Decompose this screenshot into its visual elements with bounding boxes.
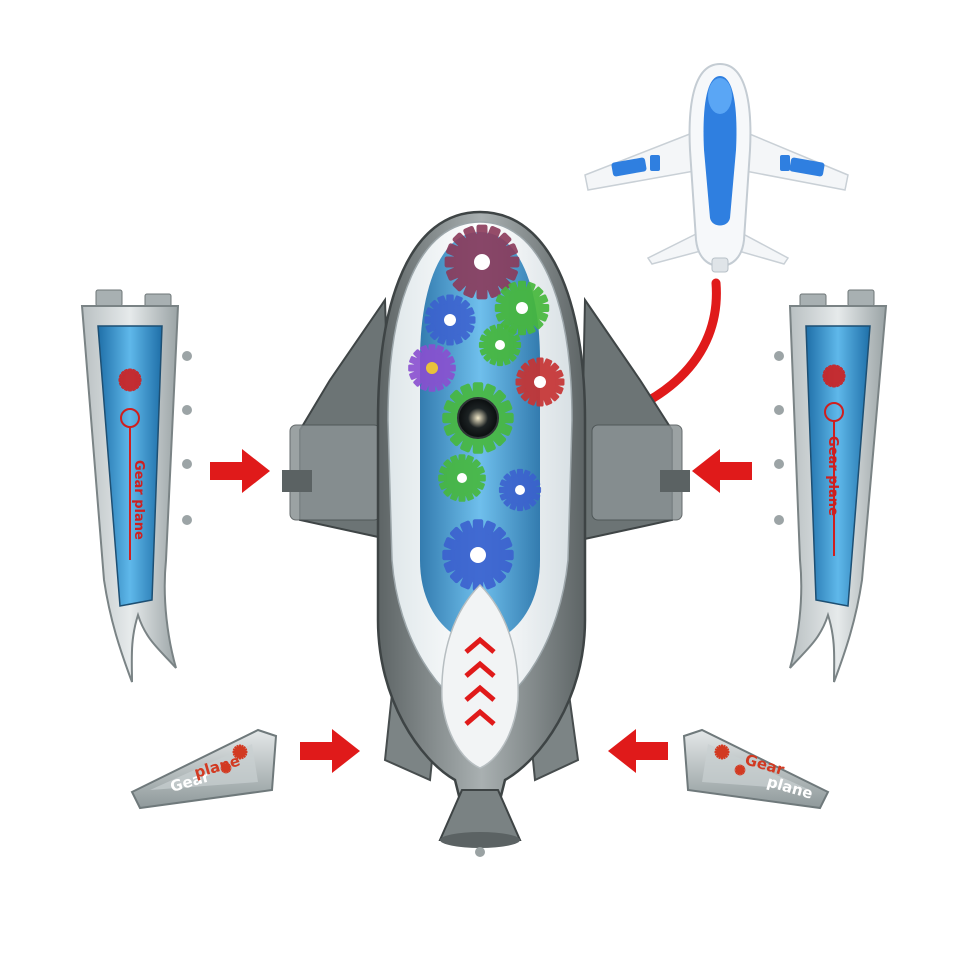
gear-icon xyxy=(429,209,535,315)
arrow-right-icon xyxy=(210,449,270,493)
gear-icon xyxy=(428,444,496,512)
gear-icon xyxy=(470,315,530,375)
right-wing-label: Gear plane xyxy=(825,436,840,516)
arrow-left-icon xyxy=(608,729,668,773)
gear-icon xyxy=(398,334,466,402)
arrow-left-icon xyxy=(692,449,752,493)
gear-icon xyxy=(427,504,529,606)
gear-icon xyxy=(413,283,487,357)
gear-icon xyxy=(817,359,851,556)
gear-plane-body xyxy=(282,209,690,857)
chevron-up-icon xyxy=(464,636,496,726)
gear-icon xyxy=(490,460,550,520)
gear-icon xyxy=(113,363,147,560)
airplane-icon xyxy=(584,62,849,273)
arrow-right-icon xyxy=(300,729,360,773)
left-tail-part: Gear plane xyxy=(130,728,278,810)
gear-icon xyxy=(483,269,561,347)
left-wing-part: Gear plane xyxy=(80,289,192,683)
left-wing-label: Gear plane xyxy=(131,460,146,540)
right-tail-part: Gear plane xyxy=(682,728,830,810)
right-wing-part: Gear plane xyxy=(774,289,888,683)
gear-icon xyxy=(505,347,575,417)
